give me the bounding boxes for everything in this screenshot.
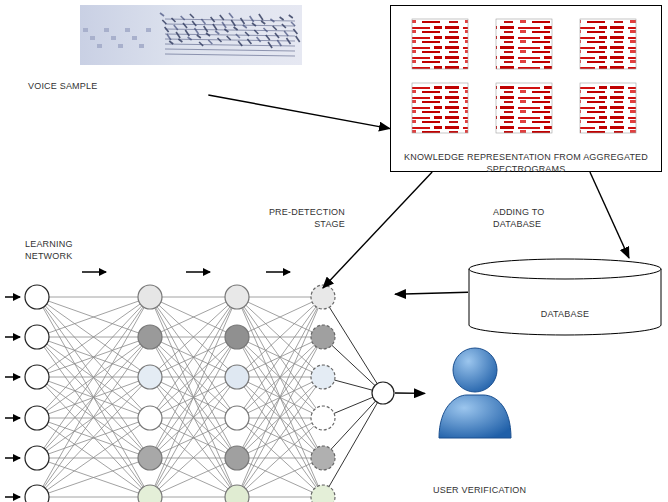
flow-arrow	[395, 292, 468, 294]
node-shape	[390, 5, 662, 172]
flow-arrow	[395, 392, 425, 394]
voice-sample: VOICE SAMPLE	[25, 3, 307, 95]
node-shape	[425, 340, 560, 497]
flow-arrow	[208, 95, 390, 129]
node-label: LEARNING NETWORK	[25, 238, 87, 262]
stage-label: PRE-DETECTION STAGE	[245, 206, 345, 230]
node-shape	[25, 288, 395, 498]
user-icon: USER VERIFICATION	[425, 340, 560, 497]
learning-network: LEARNING NETWORK	[25, 288, 395, 498]
node-label: USER VERIFICATION	[433, 484, 560, 496]
node-label: VOICE SAMPLE	[28, 80, 228, 92]
node-label: DATABASE	[468, 308, 662, 320]
node-label: KNOWLEDGE REPRESENTATION FROM AGGREGATED…	[390, 151, 662, 175]
database-cylinder: DATABASE	[468, 258, 662, 336]
stage-label: ADDING TO DATABASE	[493, 206, 555, 230]
flow-arrow	[590, 172, 629, 258]
knowledge-box: KNOWLEDGE REPRESENTATION FROM AGGREGATED…	[390, 5, 662, 172]
flow-arrow	[323, 172, 432, 288]
node-shape	[468, 258, 662, 336]
